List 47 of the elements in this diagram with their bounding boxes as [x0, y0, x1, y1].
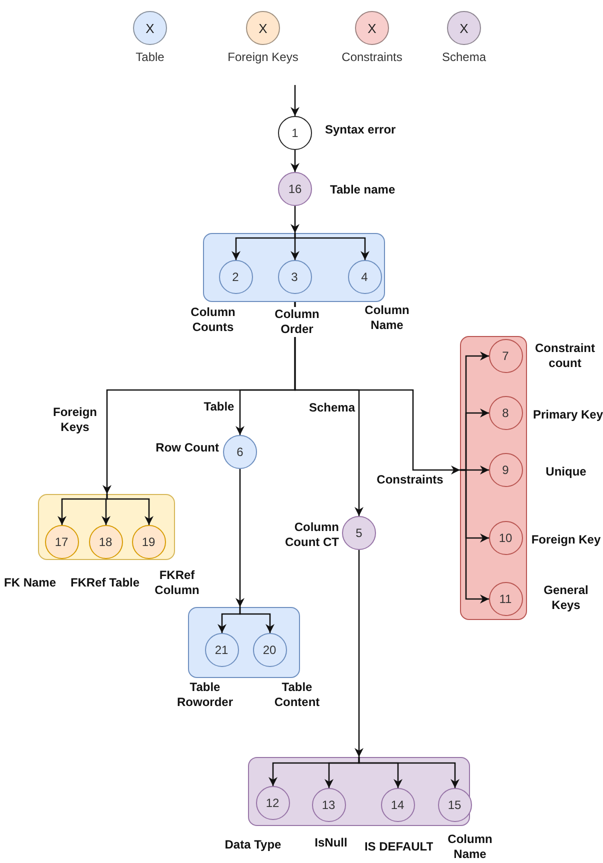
number-circle: 17	[44, 524, 78, 558]
group-box	[38, 494, 175, 560]
number-circle: 8	[488, 396, 522, 430]
legend-label: Schema	[442, 50, 486, 64]
arrow	[106, 494, 154, 525]
legend-symbol: X	[258, 20, 268, 36]
number-circle: 13	[312, 788, 346, 822]
number-circle: 19	[132, 524, 166, 558]
arrow	[358, 757, 460, 788]
number-circle: 21	[204, 632, 238, 666]
legend-label: Foreign Keys	[228, 50, 298, 64]
group-box	[203, 233, 385, 302]
number-circle: 20	[252, 632, 286, 666]
number-circle: 1	[278, 116, 312, 150]
number-circle: 4	[348, 260, 382, 294]
number-circle: 2	[218, 260, 252, 294]
number-circle: 7	[488, 338, 522, 372]
number-circle: 10	[488, 520, 522, 554]
number-circle: 12	[256, 786, 290, 820]
number-circle: 15	[438, 788, 472, 822]
legend-label: Table	[136, 50, 164, 64]
arrow	[460, 469, 489, 604]
number-circle: 9	[488, 452, 522, 486]
arrow	[239, 607, 274, 633]
arrow	[236, 469, 244, 607]
node-caption: Foreign Key	[529, 532, 603, 548]
arrow	[294, 233, 370, 260]
legend-label: Constraints	[342, 50, 402, 64]
number-circle: 6	[223, 435, 257, 469]
legend-symbol: X	[146, 20, 154, 36]
legend-symbol: X	[368, 20, 376, 36]
arrow	[294, 302, 460, 474]
number-circle: 16	[278, 172, 312, 206]
group-box	[188, 607, 300, 678]
number-circle: 18	[88, 524, 122, 558]
arrow	[290, 85, 300, 116]
group-box	[460, 336, 527, 620]
legend-symbol: X	[460, 20, 468, 36]
arrow	[354, 550, 364, 757]
arrow	[290, 206, 300, 233]
number-circle: 14	[380, 788, 414, 822]
node-caption: Primary Key	[531, 408, 603, 422]
number-circle: 11	[488, 582, 522, 616]
number-circle: 3	[278, 260, 312, 294]
group-box	[248, 757, 470, 826]
number-circle: 5	[342, 516, 376, 550]
arrow	[290, 150, 300, 172]
